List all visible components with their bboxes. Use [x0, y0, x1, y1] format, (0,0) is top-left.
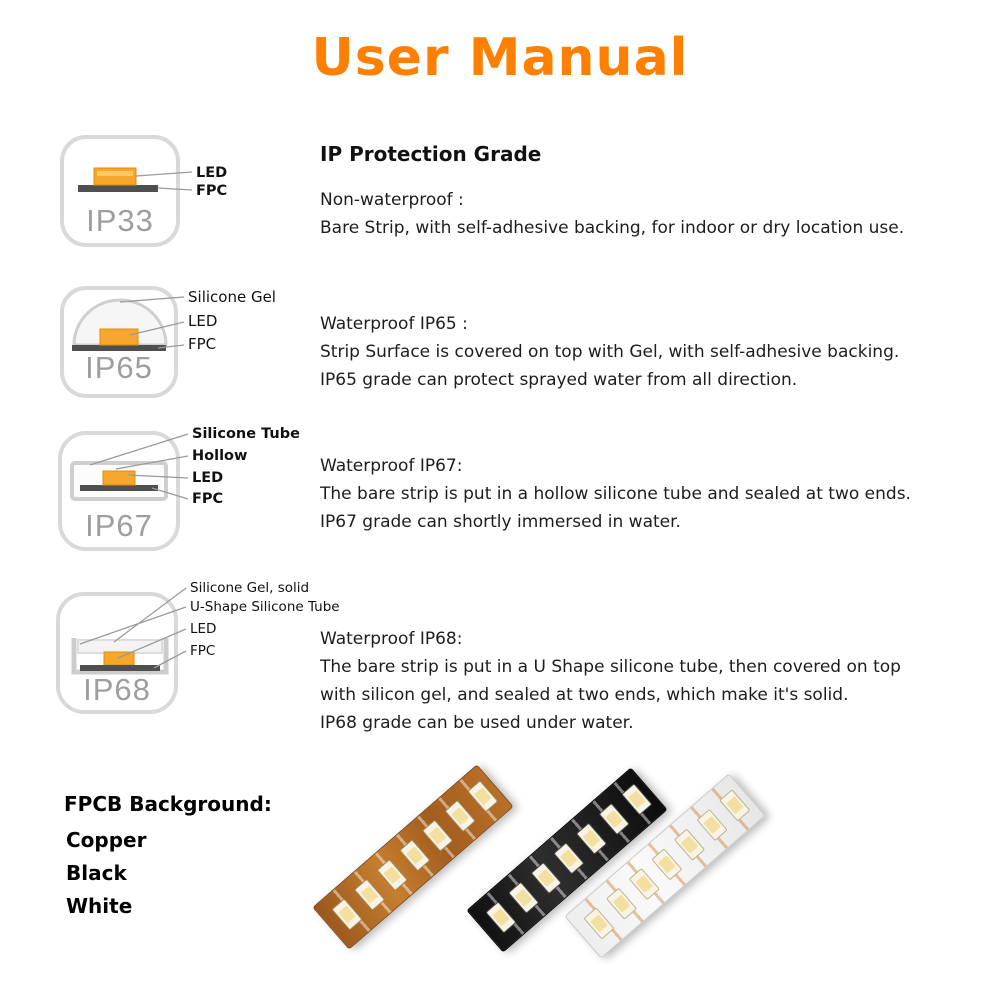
grade-description-ip33: Non-waterproof : Bare Strip, with self-a… — [320, 186, 904, 242]
ip68-label-tube: U-Shape Silicone Tube — [190, 599, 340, 615]
ip65-leader-led — [129, 321, 185, 336]
ip65-label-led: LED — [188, 312, 217, 330]
ip65-label-gel: Silicone Gel — [188, 288, 276, 306]
ip67-label-hollow: Hollow — [192, 448, 247, 464]
led-chip — [696, 808, 728, 842]
ip68-leader-gel — [113, 587, 187, 643]
ip68-gel-shape — [77, 639, 163, 654]
ip68-u-tube-shape — [71, 638, 169, 675]
ip68-leader-fpc — [153, 650, 187, 669]
ip68-led-shape — [103, 651, 135, 666]
fpcb-heading: FPCB Background: — [64, 792, 272, 816]
ip67-fpc-shape — [80, 485, 158, 491]
ip68-label-gel: Silicone Gel, solid — [190, 580, 309, 596]
grade-line: IP65 grade can protect sprayed water fro… — [320, 370, 798, 390]
led-chip — [331, 898, 363, 931]
grade-heading-ip67: Waterproof IP67: — [320, 456, 463, 476]
grade-line: The bare strip is put in a hollow silico… — [320, 484, 911, 504]
ip67-leader-hollow — [115, 455, 189, 470]
ip67-leader-led — [127, 474, 189, 479]
led-chip — [606, 887, 638, 920]
ip67-label-led: LED — [192, 470, 223, 486]
ip65-leader-gel — [119, 296, 185, 303]
ip67-code: IP67 — [85, 508, 153, 543]
ip33-led-shape — [93, 167, 137, 186]
ip67-led-shape — [102, 470, 136, 486]
ip65-code: IP65 — [85, 350, 153, 385]
ip68-label-led: LED — [190, 621, 216, 637]
section-heading: IP Protection Grade — [320, 142, 542, 166]
ip68-fpc-shape — [80, 665, 160, 671]
ip67-diagram: Silicone Tube Hollow LED FPC IP67 — [58, 426, 300, 551]
ip67-label-fpc: FPC — [192, 491, 223, 507]
ip33-diagram: LED FPC IP33 — [60, 135, 227, 247]
ip68-leader-led — [117, 628, 187, 659]
grade-heading-ip68: Waterproof IP68: — [320, 629, 463, 649]
ip65-led-shape — [99, 328, 139, 346]
ip33-led-highlight — [97, 171, 133, 176]
fpcb-option-copper: Copper — [66, 828, 147, 852]
led-chip — [553, 842, 585, 875]
led-chip — [598, 802, 630, 836]
grade-line: Strip Surface is covered on top with Gel… — [320, 342, 900, 362]
grade-description-ip68: Waterproof IP68: The bare strip is put i… — [320, 625, 901, 737]
ip65-fpc-shape — [72, 345, 166, 351]
grade-heading-ip33: Non-waterproof : — [320, 190, 464, 210]
led-chip — [583, 907, 615, 940]
ip68-leader-tube — [79, 606, 187, 645]
ip33-fpc-shape — [78, 185, 158, 192]
led-chip — [673, 828, 706, 861]
grade-description-ip67: Waterproof IP67: The bare strip is put i… — [320, 452, 911, 536]
ip33-label-fpc: FPC — [196, 183, 227, 199]
led-chip — [621, 783, 653, 816]
fpcb-option-black: Black — [66, 861, 127, 885]
fpcb-option-white: White — [66, 894, 133, 918]
ip67-leader-tube — [89, 433, 189, 466]
led-chip — [651, 848, 683, 881]
led-chip — [485, 901, 517, 934]
grade-line: IP67 grade can shortly immersed in water… — [320, 512, 681, 532]
grade-line: The bare strip is put in a U Shape silic… — [320, 657, 901, 677]
ip67-label-tube: Silicone Tube — [192, 426, 300, 442]
led-chip — [354, 878, 386, 911]
ip65-leader-fpc — [157, 344, 185, 349]
page-title: User Manual — [311, 28, 689, 88]
ip68-label-fpc: FPC — [190, 643, 215, 659]
led-chip — [467, 780, 499, 813]
ip33-leader-fpc — [157, 187, 193, 191]
ip33-leader-led — [135, 171, 193, 177]
grade-line: with silicon gel, and sealed at two ends… — [320, 685, 849, 705]
ip65-diagram: Silicone Gel LED FPC IP65 — [60, 286, 276, 398]
led-chip — [444, 799, 476, 833]
led-strip-photo — [280, 755, 880, 990]
fpcb-options: Copper Black White — [66, 824, 146, 923]
led-chip — [376, 858, 408, 892]
led-chip — [719, 789, 751, 822]
led-chip — [628, 867, 660, 901]
led-chip — [575, 822, 608, 855]
ip33-code: IP33 — [86, 203, 154, 238]
grade-line: Bare Strip, with self-adhesive backing, … — [320, 218, 905, 238]
ip68-diagram: Silicone Gel, solid U-Shape Silicone Tub… — [56, 580, 340, 714]
ip65-label-fpc: FPC — [188, 335, 216, 353]
grade-description-ip65: Waterproof IP65 : Strip Surface is cover… — [320, 310, 899, 394]
ip67-leader-fpc — [151, 487, 189, 500]
grade-line: IP68 grade can be used under water. — [320, 713, 634, 733]
led-chip — [530, 861, 562, 895]
ip65-gel-dome — [72, 298, 168, 347]
led-chip — [421, 819, 454, 852]
ip68-code: IP68 — [83, 672, 151, 707]
ip33-label-led: LED — [196, 165, 227, 181]
grade-heading-ip65: Waterproof IP65 : — [320, 314, 468, 334]
led-chip — [399, 839, 431, 872]
led-chip — [508, 881, 540, 914]
